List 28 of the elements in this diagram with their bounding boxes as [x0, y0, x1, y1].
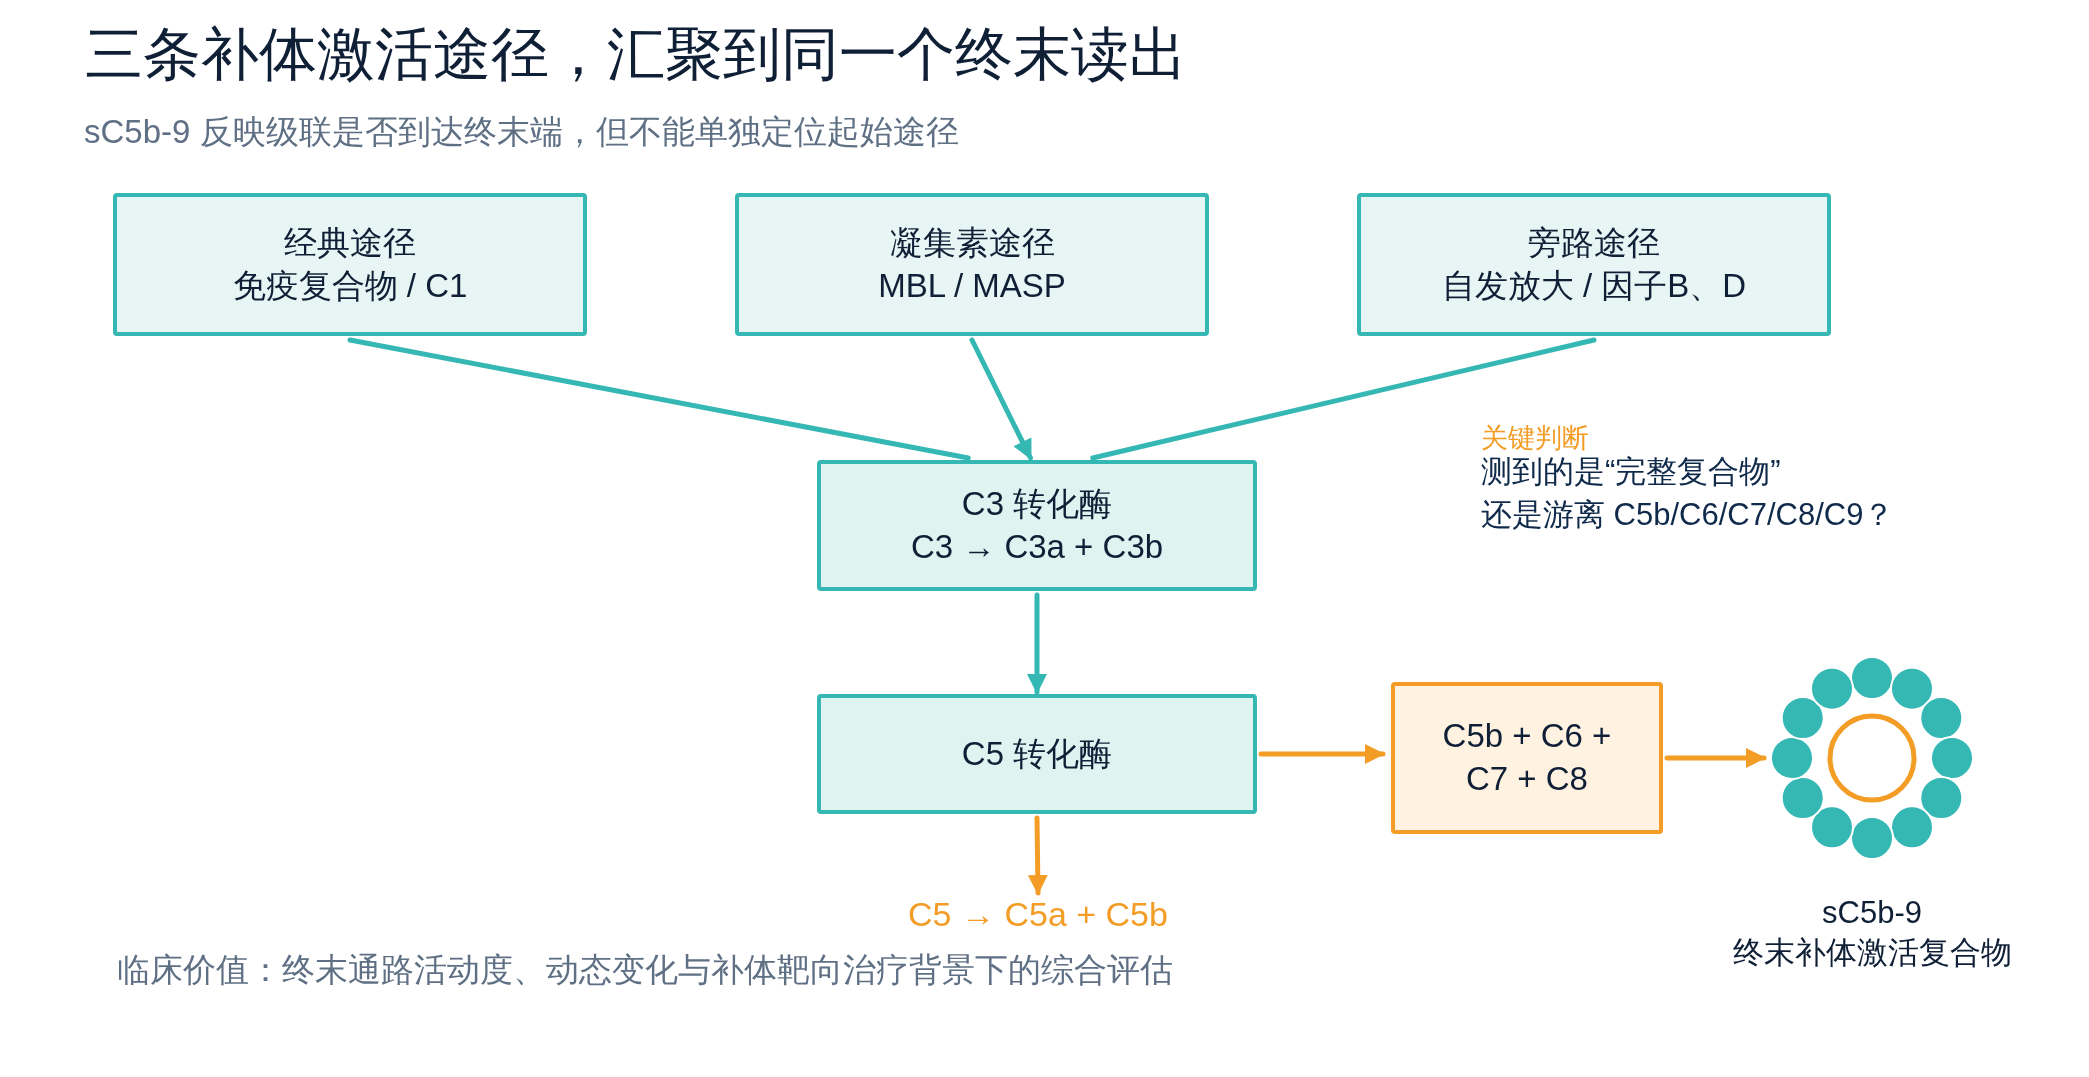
product-text: C5 → C5a + C5b — [888, 895, 1188, 941]
process-box — [817, 460, 1257, 591]
arrow — [969, 337, 1033, 461]
box-text: MBL / MASP — [878, 265, 1066, 306]
subtitle: sC5b-9 反映级联是否到达终末端，但不能单独定位起始途径 — [84, 112, 959, 152]
note-text: 临床价值：终末通路活动度、动态变化与补体靶向治疗背景下的综合评估 — [117, 950, 1173, 990]
key-heading: 关键判断 — [1481, 422, 1589, 455]
title: 三条补体激活途径，汇聚到同一个终末读出 — [85, 20, 1187, 88]
process-box — [817, 694, 1257, 814]
key-question: 测到的是“完整复合物” 还是游离 C5b/C6/C7/C8/C9？ — [1481, 453, 1895, 535]
process-box — [1391, 682, 1663, 834]
complex-caption: sC5b-9 终末补体激活复合物 — [1731, 894, 2013, 973]
box-text: 经典途径 — [284, 222, 416, 263]
box-text: C3 转化酶 — [961, 483, 1113, 524]
box-text: 免疫复合物 / C1 — [232, 265, 468, 306]
box-text: C5b + C6 + C7 + C8 — [1441, 716, 1613, 799]
box-text: C3 → C3a + C3b — [910, 526, 1164, 567]
box-text: 凝集素途径 — [889, 222, 1055, 263]
process-box — [735, 193, 1209, 336]
arrow — [1258, 744, 1386, 764]
box-text: C5 转化酶 — [961, 733, 1113, 774]
box-text: 旁路途径 — [1528, 222, 1660, 263]
arrow — [1027, 592, 1047, 695]
arrow — [1664, 748, 1767, 768]
box-text: 自发放大 / 因子B、D — [1441, 265, 1747, 306]
process-box — [113, 193, 587, 336]
arrow — [1027, 815, 1048, 896]
process-box — [1357, 193, 1831, 336]
